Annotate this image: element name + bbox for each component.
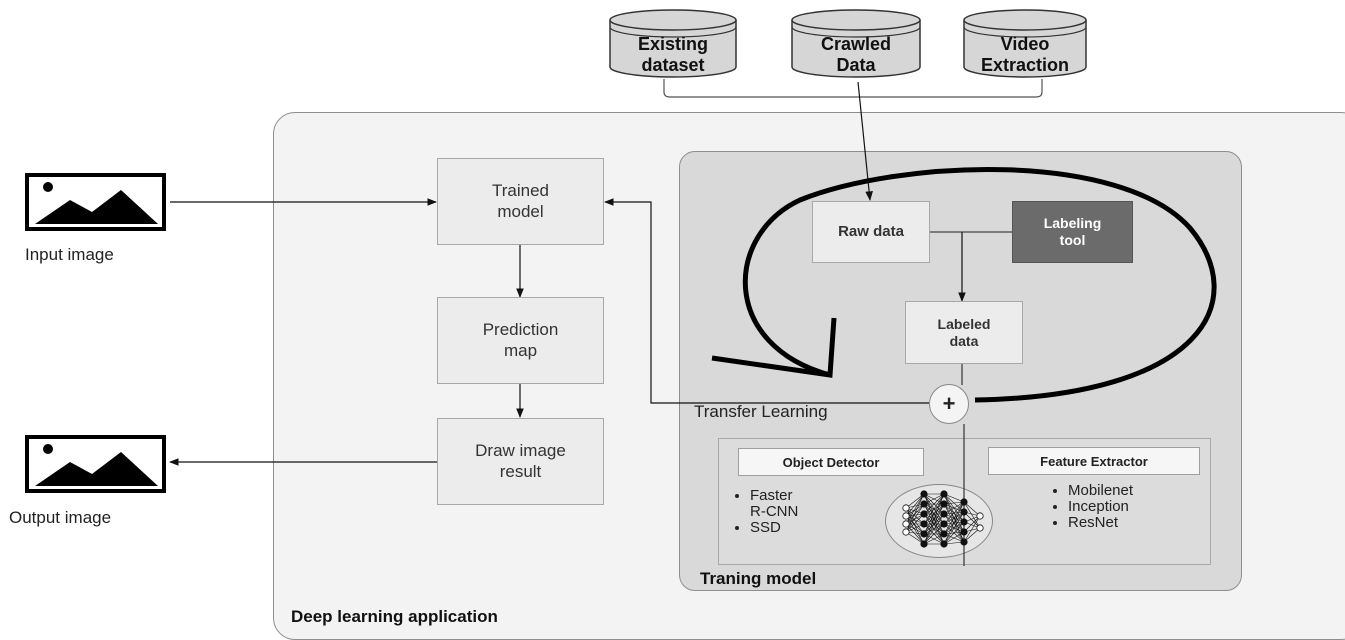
object-detector-list: Faster R-CNN SSD [734, 488, 864, 536]
training-model-title: Traning model [700, 569, 817, 588]
db-label-video-extraction: Video Extraction [980, 34, 1070, 75]
network-node [902, 512, 910, 520]
network-edge [943, 531, 965, 545]
transfer-learning-label: Transfer Learning [694, 402, 828, 421]
input-image-label: Input image [25, 245, 114, 264]
network-node [920, 490, 928, 498]
database-crawled-data-icon [791, 9, 921, 78]
network-node [902, 520, 910, 528]
network-node [960, 518, 968, 526]
network-node [940, 530, 948, 538]
network-node [940, 500, 948, 508]
feature-extractor-list: Mobilenet Inception ResNet [1052, 483, 1192, 531]
network-node [960, 508, 968, 516]
labeling-tool-box: Labeling tool [1012, 201, 1133, 263]
network-node [940, 540, 948, 548]
combine-node: + [929, 384, 969, 424]
network-edge [905, 507, 925, 525]
network-edge [963, 501, 981, 529]
feature-extractor-item: Inception [1068, 499, 1192, 515]
database-video-extraction-icon [963, 9, 1087, 78]
output-image-icon [25, 435, 166, 493]
network-edge [943, 501, 965, 535]
network-node [920, 510, 928, 518]
network-node [902, 504, 910, 512]
network-node [940, 520, 948, 528]
object-detector-title: Object Detector [738, 448, 924, 476]
db-label-crawled-data: Crawled Data [820, 34, 892, 75]
prediction-map-box: Prediction map [437, 297, 604, 384]
feature-extractor-title: Feature Extractor [988, 447, 1200, 475]
network-edge [943, 511, 965, 545]
object-detector-item: SSD [750, 520, 864, 536]
network-edge [923, 493, 945, 515]
db-label-existing-dataset: Existing dataset [637, 34, 708, 75]
network-node [960, 528, 968, 536]
network-node [960, 538, 968, 546]
network-edge [905, 503, 925, 533]
network-edge [905, 493, 925, 525]
network-edge [923, 513, 945, 545]
output-image-label: Output image [9, 508, 112, 527]
network-edge [943, 521, 965, 545]
network-edge [923, 533, 945, 545]
object-detector-item: Faster R-CNN [750, 488, 864, 520]
raw-data-box: Raw data [812, 201, 930, 263]
network-node [976, 524, 984, 532]
network-edge [963, 511, 981, 529]
database-existing-dataset-icon [609, 9, 737, 78]
network-edge [943, 501, 965, 525]
network-node [940, 510, 948, 518]
deep-learning-application-title: Deep learning application [291, 607, 498, 626]
draw-image-result-box: Draw image result [437, 418, 604, 505]
network-node [940, 490, 948, 498]
network-node [976, 512, 984, 520]
network-node [920, 540, 928, 548]
network-edge [923, 493, 945, 525]
network-edge [923, 493, 945, 545]
network-node [960, 498, 968, 506]
network-edge [963, 515, 981, 543]
network-edge [923, 493, 945, 505]
trained-model-box: Trained model [437, 158, 604, 245]
network-edge [905, 513, 925, 533]
network-edge [923, 503, 945, 545]
network-edge [905, 493, 925, 517]
feature-extractor-item: ResNet [1068, 515, 1192, 531]
network-edge [905, 493, 925, 509]
network-edge [905, 503, 925, 517]
network-edge [943, 501, 965, 545]
network-node [920, 530, 928, 538]
network-edge [923, 493, 945, 535]
input-image-icon [25, 173, 166, 231]
network-node [920, 500, 928, 508]
network-edge [905, 503, 925, 525]
network-edge [963, 515, 981, 533]
network-edge [923, 523, 945, 545]
neural-network-icon [902, 490, 984, 548]
network-node [902, 528, 910, 536]
network-node [920, 520, 928, 528]
network-edge [905, 531, 925, 545]
network-edge [943, 501, 965, 515]
labeled-data-box: Labeled data [905, 301, 1023, 364]
feature-extractor-item: Mobilenet [1068, 483, 1192, 499]
